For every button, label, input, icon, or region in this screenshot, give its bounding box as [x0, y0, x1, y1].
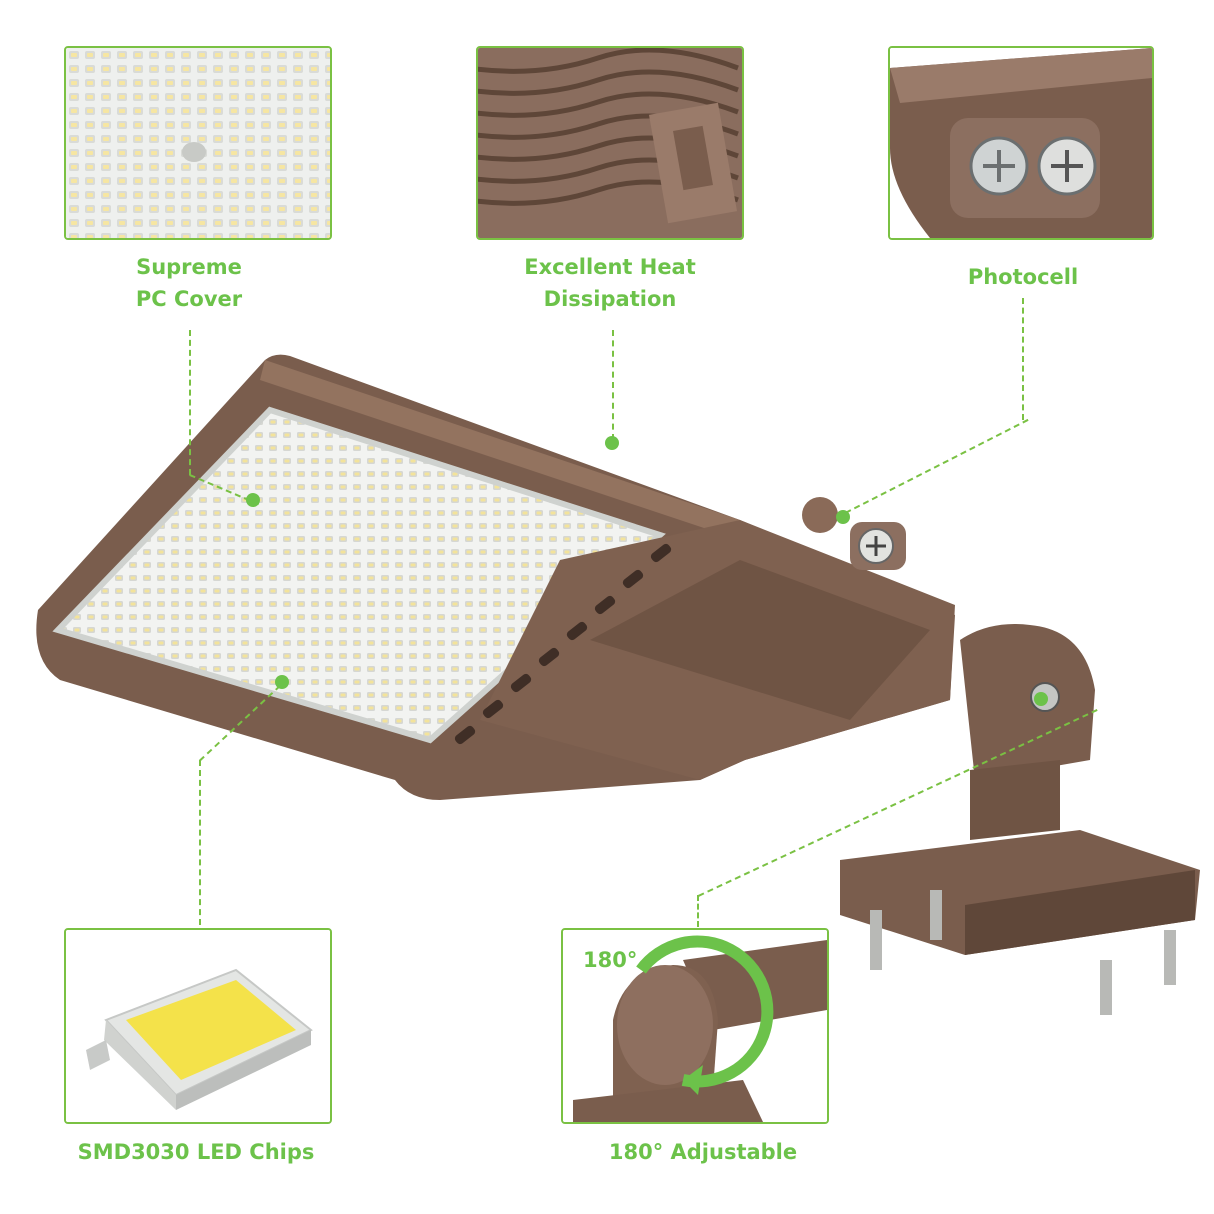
photocell-icon	[890, 48, 1152, 238]
heat-label-line2: Dissipation	[543, 287, 677, 311]
led-chip-icon	[66, 930, 330, 1122]
heat-dot	[605, 436, 619, 450]
pc-cover-label-line2: PC Cover	[135, 287, 243, 311]
photocell-label: Photocell	[930, 261, 1116, 293]
smd-label-text: SMD3030 LED Chips	[77, 1140, 315, 1164]
adjustable-leader-v	[697, 895, 699, 927]
heat-dissipation-label: Excellent Heat Dissipation	[500, 251, 720, 315]
adjustable-label: 180° Adjustable	[571, 1136, 835, 1168]
led-panel-icon	[66, 48, 330, 238]
pc-cover-dot	[246, 493, 260, 507]
pc-cover-inset	[64, 46, 332, 240]
smd-chip-inset	[64, 928, 332, 1124]
photocell-dot	[836, 510, 850, 524]
pc-cover-label: Supreme PC Cover	[94, 251, 284, 315]
adjustable-label-text: 180° Adjustable	[608, 1140, 798, 1164]
smd-label: SMD3030 LED Chips	[64, 1136, 328, 1168]
photocell-label-text: Photocell	[967, 265, 1079, 289]
smd-leader-v	[199, 760, 201, 925]
heat-leader-v	[612, 330, 614, 440]
smd-dot	[275, 675, 289, 689]
heat-dissipation-inset	[476, 46, 744, 240]
heat-label-line1: Excellent Heat	[524, 255, 696, 279]
photocell-inset	[888, 46, 1154, 240]
pc-cover-leader-v	[189, 330, 191, 475]
photocell-leader-v	[1022, 298, 1024, 420]
adjustable-inset: 180°	[561, 928, 829, 1124]
pc-cover-label-line1: Supreme	[136, 255, 242, 279]
rotation-arrow-icon	[563, 930, 827, 1122]
angle-badge: 180°	[583, 948, 638, 972]
adjustable-dot	[1034, 692, 1048, 706]
heatsink-icon	[478, 48, 742, 238]
